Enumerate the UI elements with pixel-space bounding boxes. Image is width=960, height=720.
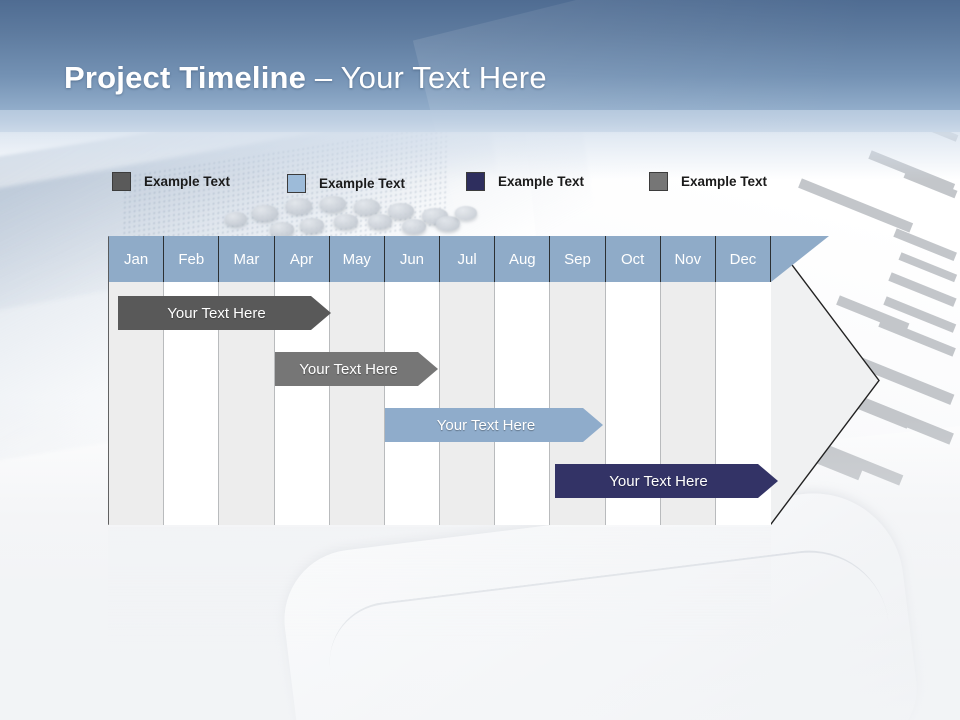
legend-item-2: Example Text <box>287 174 405 193</box>
month-header-aug[interactable]: Aug <box>495 236 551 282</box>
page-title: Project Timeline – Your Text Here <box>64 60 547 96</box>
legend-swatch-icon <box>649 172 668 191</box>
legend-label: Example Text <box>498 174 585 189</box>
month-column-mar <box>219 236 275 525</box>
header-fade <box>0 110 960 180</box>
task-bar-2[interactable]: Your Text Here <box>275 352 438 386</box>
month-column-aug <box>495 236 551 525</box>
page-title-light: – Your Text Here <box>306 60 547 95</box>
legend-item-1: Example Text <box>112 172 230 191</box>
month-header-jun[interactable]: Jun <box>384 236 441 282</box>
legend-swatch-icon <box>112 172 131 191</box>
month-header-arrow-tip <box>771 236 831 282</box>
month-column-jul <box>440 236 496 525</box>
task-bar-3[interactable]: Your Text Here <box>385 408 603 442</box>
legend-label: Example Text <box>144 174 231 189</box>
month-column-feb <box>164 236 220 525</box>
legend-label: Example Text <box>681 174 768 189</box>
task-bar-4[interactable]: Your Text Here <box>555 464 778 498</box>
month-header-may[interactable]: May <box>329 236 385 282</box>
legend-swatch-icon <box>466 172 485 191</box>
month-header-dec[interactable]: Dec <box>715 236 772 282</box>
month-header-sep[interactable]: Sep <box>550 236 606 282</box>
month-header-apr[interactable]: Apr <box>274 236 330 282</box>
month-column-jan <box>109 236 165 525</box>
month-header-oct[interactable]: Oct <box>605 236 661 282</box>
month-header-jul[interactable]: Jul <box>440 236 496 282</box>
task-bar-1[interactable]: Your Text Here <box>118 296 331 330</box>
legend-item-4: Example Text <box>649 172 767 191</box>
legend-swatch-icon <box>287 174 306 193</box>
month-header-jan[interactable]: Jan <box>109 236 165 282</box>
legend-label: Example Text <box>319 176 406 191</box>
month-columns <box>109 236 772 525</box>
page-title-strong: Project Timeline <box>64 60 307 95</box>
month-header-feb[interactable]: Feb <box>164 236 220 282</box>
month-header-nov[interactable]: Nov <box>660 236 716 282</box>
legend-item-3: Example Text <box>466 172 584 191</box>
month-header-mar[interactable]: Mar <box>219 236 275 282</box>
